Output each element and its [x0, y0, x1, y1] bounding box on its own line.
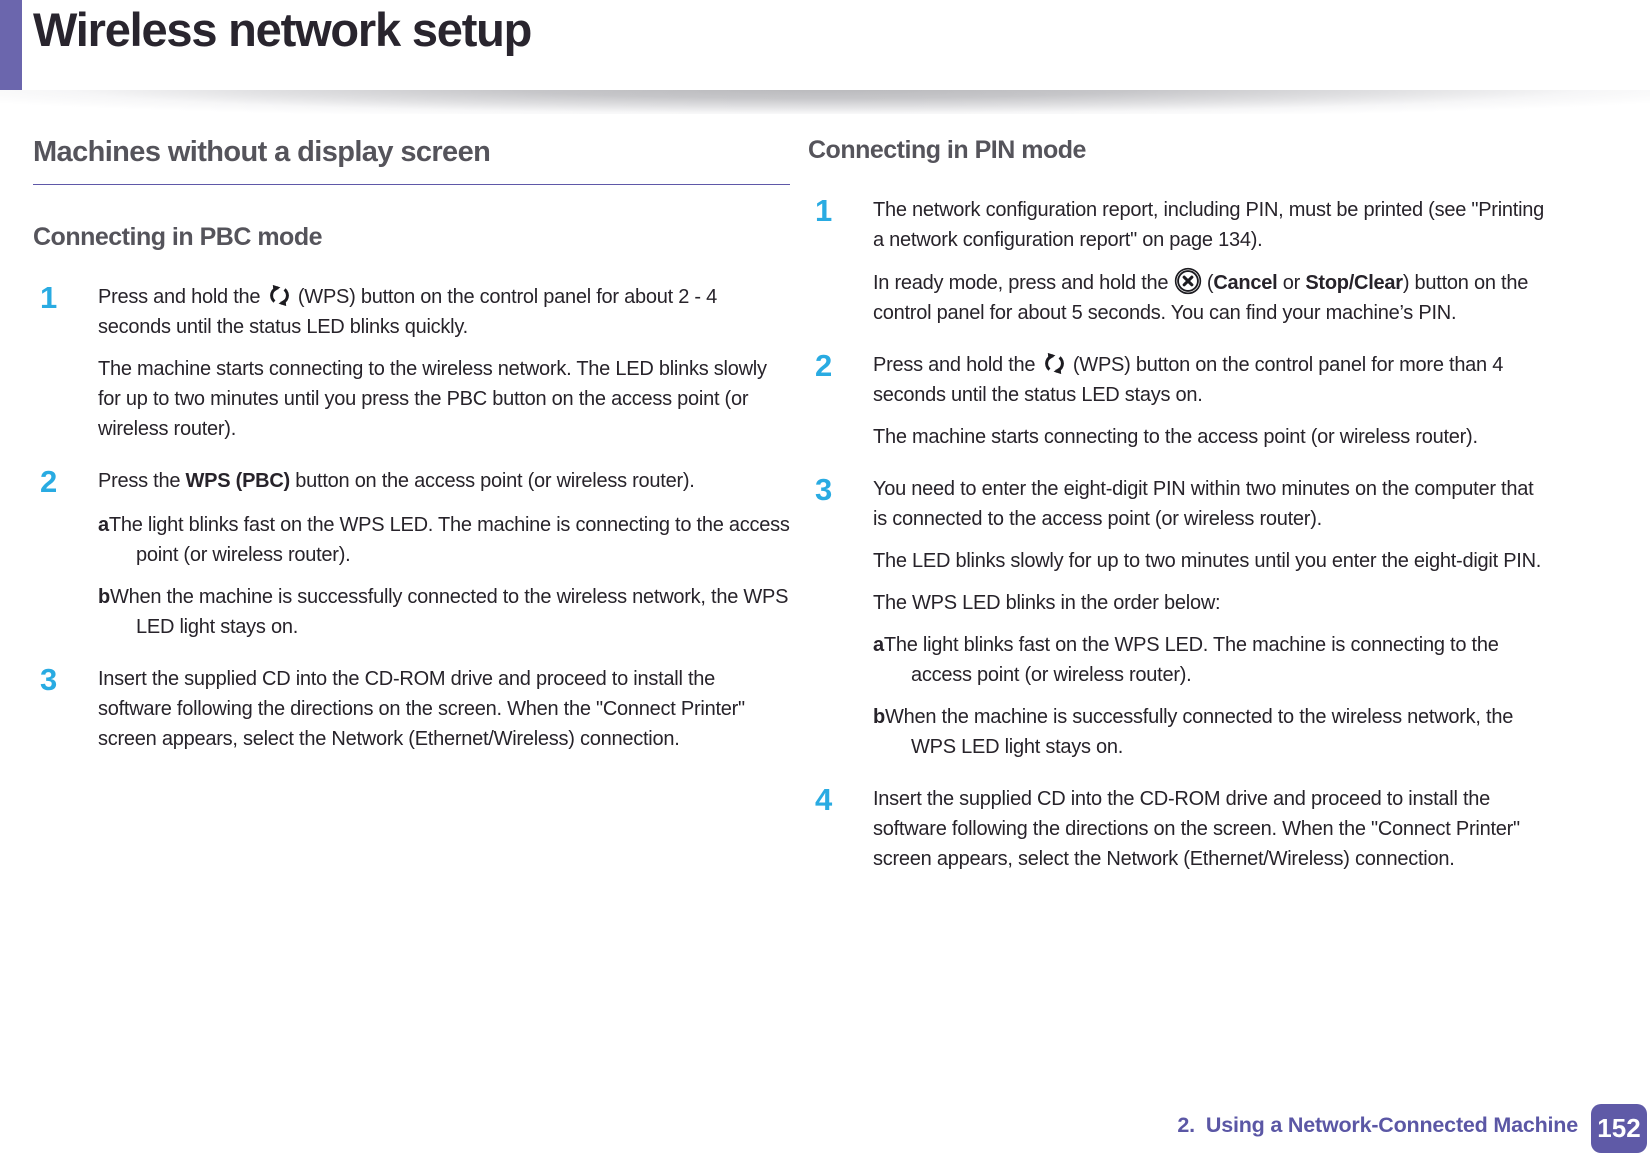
bold-text: WPS (PBC)	[185, 470, 291, 492]
sub-step: bWhen the machine is successfully connec…	[33, 582, 790, 642]
step-text: In ready mode, press and hold the (Cance…	[873, 267, 1550, 328]
step: 4 Insert the supplied CD into the CD-ROM …	[808, 784, 1550, 874]
step-text: aThe light blinks fast on the WPS LED. T…	[873, 634, 1499, 686]
step-text: Press and hold the (WPS) button on the c…	[873, 350, 1550, 410]
header-accent-bar	[0, 0, 22, 90]
step-text: The network configuration report, includ…	[873, 199, 1545, 251]
step-paragraph: In ready mode, press and hold the (Cance…	[808, 267, 1550, 328]
wps-icon	[266, 282, 293, 309]
step-text: Insert the supplied CD into the CD-ROM d…	[98, 668, 745, 750]
header-shadow-divider	[0, 90, 1650, 114]
step: 2 Press and hold the (WPS) button on the …	[808, 350, 1550, 410]
pin-steps: 1 The network configuration report, inclu…	[808, 195, 1550, 874]
step: 3 You need to enter the eight-digit PIN w…	[808, 474, 1550, 534]
step-text: You need to enter the eight-digit PIN wi…	[873, 478, 1534, 530]
step-number: 3	[40, 662, 57, 697]
step-text: aThe light blinks fast on the WPS LED. T…	[98, 514, 790, 566]
sub-step: bWhen the machine is successfully connec…	[808, 702, 1550, 762]
sub-step-letter: b	[873, 706, 885, 728]
bold-text: Cancel	[1213, 272, 1278, 294]
page-title: Wireless network setup	[33, 3, 532, 56]
pbc-steps: 1 Press and hold the (WPS) button on the …	[33, 282, 790, 754]
footer-chapter-title: Using a Network-Connected Machine	[1205, 1113, 1578, 1137]
subsection-title-pin: Connecting in PIN mode	[808, 136, 1086, 164]
section-title: Machines without a display screen	[33, 136, 790, 185]
step-text: bWhen the machine is successfully connec…	[98, 586, 789, 638]
sub-step-letter: a	[873, 634, 884, 656]
page-header: Wireless network setup	[0, 0, 1650, 90]
step-number: 2	[40, 464, 57, 499]
step-number: 1	[815, 193, 832, 228]
step-number: 2	[815, 348, 832, 383]
step-text: Press and hold the (WPS) button on the c…	[98, 282, 790, 342]
step-paragraph: The machine starts connecting to the acc…	[808, 422, 1550, 452]
step-text: Insert the supplied CD into the CD-ROM d…	[873, 788, 1520, 870]
step: 1 The network configuration report, inclu…	[808, 195, 1550, 255]
step-text: Press the WPS (PBC) button on the access…	[98, 470, 695, 492]
step-text: The LED blinks slowly for up to two minu…	[873, 550, 1542, 572]
step-text: The machine starts connecting to the acc…	[873, 426, 1478, 448]
sub-step: aThe light blinks fast on the WPS LED. T…	[33, 510, 790, 570]
wps-icon	[1041, 350, 1068, 377]
sub-step-letter: a	[98, 514, 109, 536]
sub-step: aThe light blinks fast on the WPS LED. T…	[808, 630, 1550, 690]
content-columns: Machines without a display screen Connec…	[0, 130, 1650, 886]
step-paragraph: The WPS LED blinks in the order below:	[808, 588, 1550, 618]
step-text: bWhen the machine is successfully connec…	[873, 706, 1514, 758]
step-paragraph: The LED blinks slowly for up to two minu…	[808, 546, 1550, 576]
step-number: 3	[815, 472, 832, 507]
step-text: The WPS LED blinks in the order below:	[873, 592, 1221, 614]
sub-step-letter: b	[98, 586, 110, 608]
bold-text: Stop/Clear	[1305, 272, 1403, 294]
left-column: Machines without a display screen Connec…	[33, 130, 790, 886]
step-paragraph: The machine starts connecting to the wir…	[33, 354, 790, 444]
cancel-icon	[1174, 267, 1202, 295]
step: 2 Press the WPS (PBC) button on the acces…	[33, 466, 790, 498]
right-column: Connecting in PIN mode 1 The network conf…	[808, 130, 1550, 886]
step-number: 1	[40, 280, 57, 315]
step: 1 Press and hold the (WPS) button on the …	[33, 282, 790, 342]
step-text: The machine starts connecting to the wir…	[98, 358, 767, 440]
subsection-title-pbc: Connecting in PBC mode	[33, 223, 323, 251]
footer-chapter-number: 2.	[1177, 1113, 1195, 1137]
step-number: 4	[815, 782, 832, 817]
footer-chapter: 2. Using a Network-Connected Machine	[1177, 1113, 1578, 1138]
step: 3 Insert the supplied CD into the CD-ROM …	[33, 664, 790, 754]
page-number-badge: 152	[1591, 1104, 1647, 1153]
